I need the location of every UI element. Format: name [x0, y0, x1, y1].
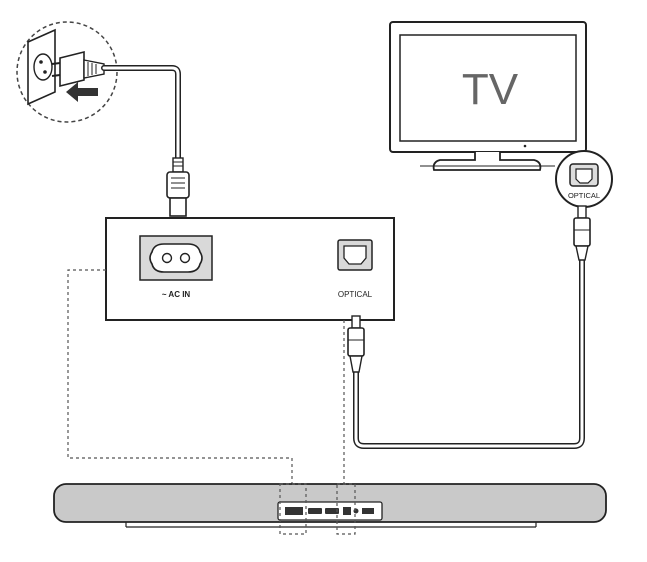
ac-in-pin-hole [179, 252, 191, 264]
tv-optical-zoom: OPTICAL [555, 150, 613, 208]
zoom-guide-lines [67, 269, 345, 484]
soundbar-usb-port [362, 508, 374, 514]
soundbar-hdmi-port [308, 508, 322, 514]
wall-outlet-hole-2 [43, 70, 47, 74]
ac-in-label: ~ AC IN [162, 290, 191, 299]
tv-plug-strain-relief [575, 245, 589, 261]
insert-arrow-icon [66, 82, 98, 102]
wall-outlet-hole-1 [39, 60, 43, 64]
panel-plug-body [347, 327, 365, 357]
wall-outlet-zoom [16, 21, 118, 123]
tv-label: TV [462, 65, 519, 114]
optical-port-highlight [336, 483, 356, 535]
power-plug-pin-1 [51, 62, 61, 65]
soundbar [53, 483, 607, 535]
soundbar-hdmi-port [325, 508, 339, 514]
rear-panel-zoom: ~ AC IN OPTICAL [105, 217, 395, 321]
soundbar-optical-port [343, 507, 351, 515]
ac-port-highlight [279, 483, 307, 535]
tv-plug-tip [577, 205, 587, 219]
soundbar-ac-port [285, 507, 303, 515]
wall-outlet-socket [33, 53, 53, 81]
tv-optical-label: OPTICAL [568, 191, 600, 200]
tv-optical-socket [575, 168, 593, 184]
tv-power-led [523, 144, 527, 148]
power-connector-tip [169, 197, 187, 217]
panel-optical-plug [347, 315, 365, 373]
power-plug-head [59, 50, 85, 88]
panel-plug-tip [351, 315, 361, 329]
panel-plug-strain-relief [349, 355, 363, 373]
soundbar-aux-port [353, 508, 359, 514]
power-connector-strain-relief [172, 157, 184, 173]
power-cable [101, 65, 181, 163]
tv-optical-plug [573, 205, 591, 261]
optical-cable [353, 258, 585, 449]
optical-port-socket [343, 245, 367, 265]
ac-in-pin-hole [161, 252, 173, 264]
tv-screen [399, 34, 577, 142]
ac-in-socket [149, 243, 203, 273]
power-plug-collar [83, 59, 105, 79]
tv: TV [389, 21, 587, 171]
power-connector-body [166, 171, 190, 199]
tv-plug-body [573, 217, 591, 247]
power-plug-pin-2 [51, 74, 61, 77]
tv-stand [432, 152, 542, 171]
power-cable-connector [166, 157, 190, 217]
optical-port-label: OPTICAL [338, 290, 373, 299]
